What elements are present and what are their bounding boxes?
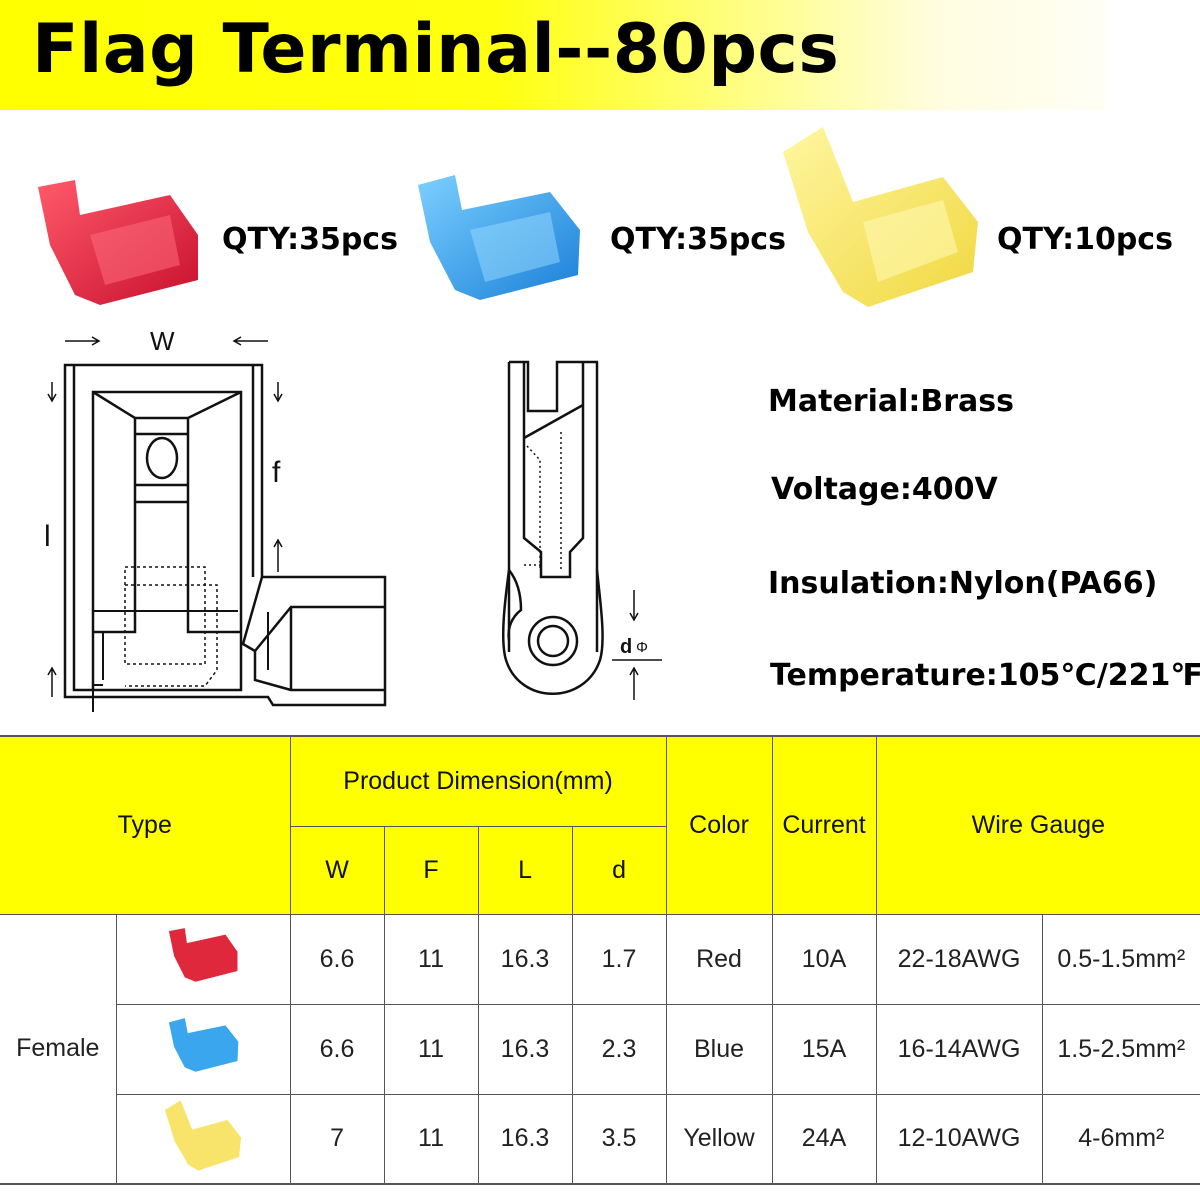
f-label: f [272, 456, 281, 489]
row-icon-red [115, 913, 291, 1005]
cell-color: Blue [665, 1003, 773, 1095]
cell-current: 10A [771, 913, 877, 1005]
header-type: Type [0, 735, 291, 915]
yellow-terminal-image [783, 127, 978, 307]
table-row: 6.6 11 16.3 2.3 Blue 15A 16-14AWG 1.5-2.… [0, 1003, 1200, 1095]
dimension-drawing: W f l d Φ [44, 326, 662, 712]
d-label: d [620, 636, 632, 658]
cell-awg: 22-18AWG [875, 913, 1043, 1005]
header-color: Color [665, 735, 773, 915]
cell-w: 6.6 [289, 1003, 385, 1095]
type-female: Female [0, 913, 117, 1185]
header-dimension: Product Dimension(mm) [289, 735, 667, 827]
cell-w: 6.6 [289, 913, 385, 1005]
cell-mm2: 1.5-2.5mm² [1041, 1003, 1200, 1095]
qty-yellow: QTY:10pcs [997, 222, 1173, 257]
cell-w: 7 [289, 1093, 385, 1185]
header-wire-gauge: Wire Gauge [875, 735, 1200, 915]
cell-d: 3.5 [571, 1093, 667, 1185]
cell-d: 1.7 [571, 913, 667, 1005]
cell-l: 16.3 [477, 1093, 573, 1185]
spec-table: Type Product Dimension(mm) Color Current… [0, 735, 1200, 1185]
blue-terminal-image [418, 175, 580, 300]
row-icon-yellow [116, 1093, 291, 1185]
cell-d: 2.3 [571, 1003, 667, 1095]
cell-current: 24A [771, 1093, 877, 1185]
cell-mm2: 0.5-1.5mm² [1041, 913, 1200, 1005]
cell-color: Red [665, 913, 773, 1005]
cell-current: 15A [771, 1003, 877, 1095]
cell-awg: 12-10AWG [875, 1093, 1043, 1185]
spec-insulation: Insulation:Nylon(PA66) [768, 566, 1158, 601]
spec-voltage: Voltage:400V [771, 472, 998, 507]
table-row: 7 11 16.3 3.5 Yellow 24A 12-10AWG 4-6mm² [0, 1093, 1200, 1185]
cell-f: 11 [383, 1093, 479, 1185]
cell-l: 16.3 [477, 1003, 573, 1095]
cell-awg: 16-14AWG [875, 1003, 1043, 1095]
header-w: W [290, 825, 385, 915]
cell-mm2: 4-6mm² [1041, 1093, 1200, 1185]
row-icon-blue [116, 1003, 291, 1095]
header-l: L [477, 825, 573, 915]
cell-f: 11 [383, 913, 479, 1005]
spec-material: Material:Brass [768, 384, 1015, 419]
cell-color: Yellow [665, 1093, 773, 1185]
red-terminal-image [38, 180, 198, 305]
table-row: Female 6.6 11 16.3 1.7 Red 10A 22-18AWG … [0, 913, 1200, 1185]
cell-l: 16.3 [477, 913, 573, 1005]
header-f: F [383, 825, 479, 915]
w-label: W [150, 326, 175, 356]
qty-red: QTY:35pcs [222, 222, 398, 257]
page-title: Flag Terminal--80pcs [32, 10, 840, 89]
l-label: l [44, 520, 51, 553]
dimension-arrows [47, 336, 662, 700]
ring-terminal-drawing [501, 360, 604, 695]
cell-f: 11 [383, 1003, 479, 1095]
qty-blue: QTY:35pcs [610, 222, 786, 257]
header-d: d [571, 825, 667, 915]
spec-temperature: Temperature:105℃/221℉ [770, 658, 1200, 693]
side-view-drawing [63, 363, 387, 712]
phi-label: Φ [636, 639, 648, 656]
header-current: Current [771, 735, 877, 915]
title-banner: Flag Terminal--80pcs [0, 0, 1105, 110]
